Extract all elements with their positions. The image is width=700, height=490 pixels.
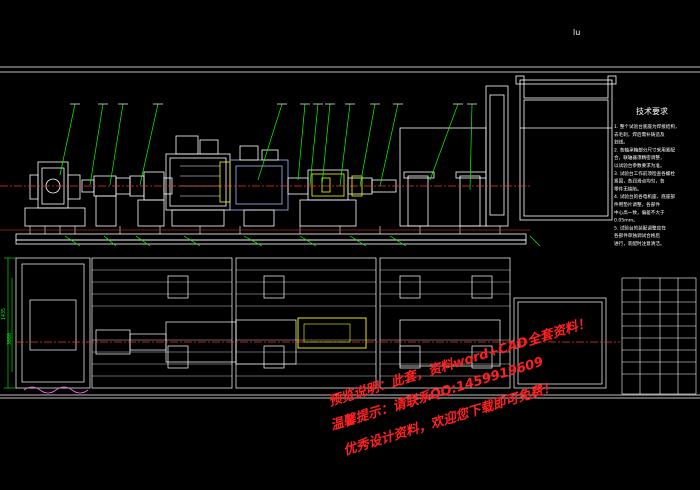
tech-note-line: 紧固，各润滑点均匀，各 [614, 178, 665, 185]
tech-note-line: 5. 试验台的装配调整应在 [614, 224, 666, 231]
plan-dimension-lines [4, 257, 16, 389]
part-leader-lines [59, 103, 541, 247]
tech-note-line: 合，联轴器须精密调整， [614, 154, 665, 161]
tech-note-line: 零件无缺陷。 [614, 185, 642, 192]
tech-note-line: 各部件单独调试合格后 [614, 232, 660, 239]
tech-notes-list: 1. 整个试验台底座为焊接结构， 去毛刺，焊后需补铸造及 划线。2. 各轴承箱部… [614, 123, 680, 247]
drawing-frame [0, 66, 700, 399]
dimension-label-1: 1435 [1, 308, 7, 320]
tech-note-line: 件用垫片调整，各部件 [614, 201, 660, 208]
tech-note-line: 4. 试验台的各电机座、底座部 [614, 193, 675, 200]
corner-mark: lu [573, 28, 580, 37]
tech-note-line: 以试验台参数要求为准。 [614, 162, 665, 169]
tech-note-line: 去毛刺，焊后需补铸造及 [614, 131, 665, 138]
tech-note-line: 0.05mm。 [614, 218, 638, 224]
hatch-wave [23, 386, 89, 394]
tech-note-line: 划线。 [614, 139, 628, 146]
tech-note-line: 中心高一致，偏差不大于 [614, 209, 665, 216]
dimension-label-2: 3080 [7, 333, 13, 345]
tech-note-line: 进行，装配时注意清洁。 [614, 240, 665, 247]
title-block [621, 277, 697, 395]
front-elevation-view [15, 75, 617, 245]
plan-highlight-box [297, 317, 367, 349]
highlight-details [219, 161, 363, 203]
tech-note-line: 2. 各轴承箱部分尺寸采用紧配 [614, 146, 675, 153]
plan-view [15, 257, 607, 389]
tech-note-line: 1. 整个试验台底座为焊接结构， [614, 123, 680, 130]
tech-notes-title: 技术要求 [636, 106, 668, 116]
plan-highlight-inner [303, 323, 351, 343]
tech-note-line: 3. 试验台工作前须检查各螺栓 [614, 170, 675, 177]
